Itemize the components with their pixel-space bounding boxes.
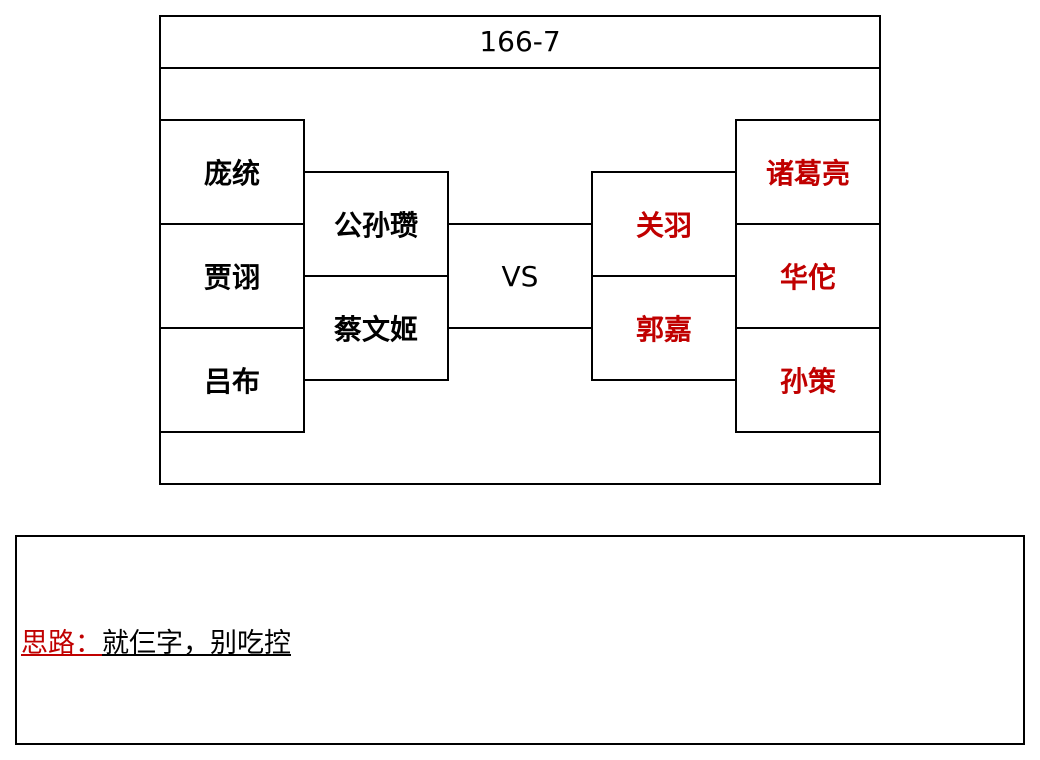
connector-line-top: [447, 223, 593, 225]
right-inner-slot-1: 关羽: [591, 171, 737, 277]
connector-line-bottom: [447, 327, 593, 329]
strategy-note-label: 思路：: [21, 627, 102, 659]
left-inner-slot-1: 公孙瓒: [303, 171, 449, 277]
left-outer-slot-2: 贾诩: [159, 223, 305, 329]
left-outer-slot-1: 庞统: [159, 119, 305, 225]
right-outer-slot-2: 华佗: [735, 223, 881, 329]
vs-label: VS: [501, 259, 539, 293]
right-outer-slot-1: 诸葛亮: [735, 119, 881, 225]
right-inner-slot-2: 郭嘉: [591, 275, 737, 381]
left-inner-slot-2: 蔡文姬: [303, 275, 449, 381]
right-outer-slot-3: 孙策: [735, 327, 881, 433]
strategy-note: 思路：就仨字，别吃控: [21, 620, 291, 660]
strategy-note-box: [15, 535, 1025, 745]
matchup-title: 166-7: [159, 15, 881, 69]
left-outer-slot-3: 吕布: [159, 327, 305, 433]
strategy-note-text: 就仨字，别吃控: [102, 627, 291, 659]
